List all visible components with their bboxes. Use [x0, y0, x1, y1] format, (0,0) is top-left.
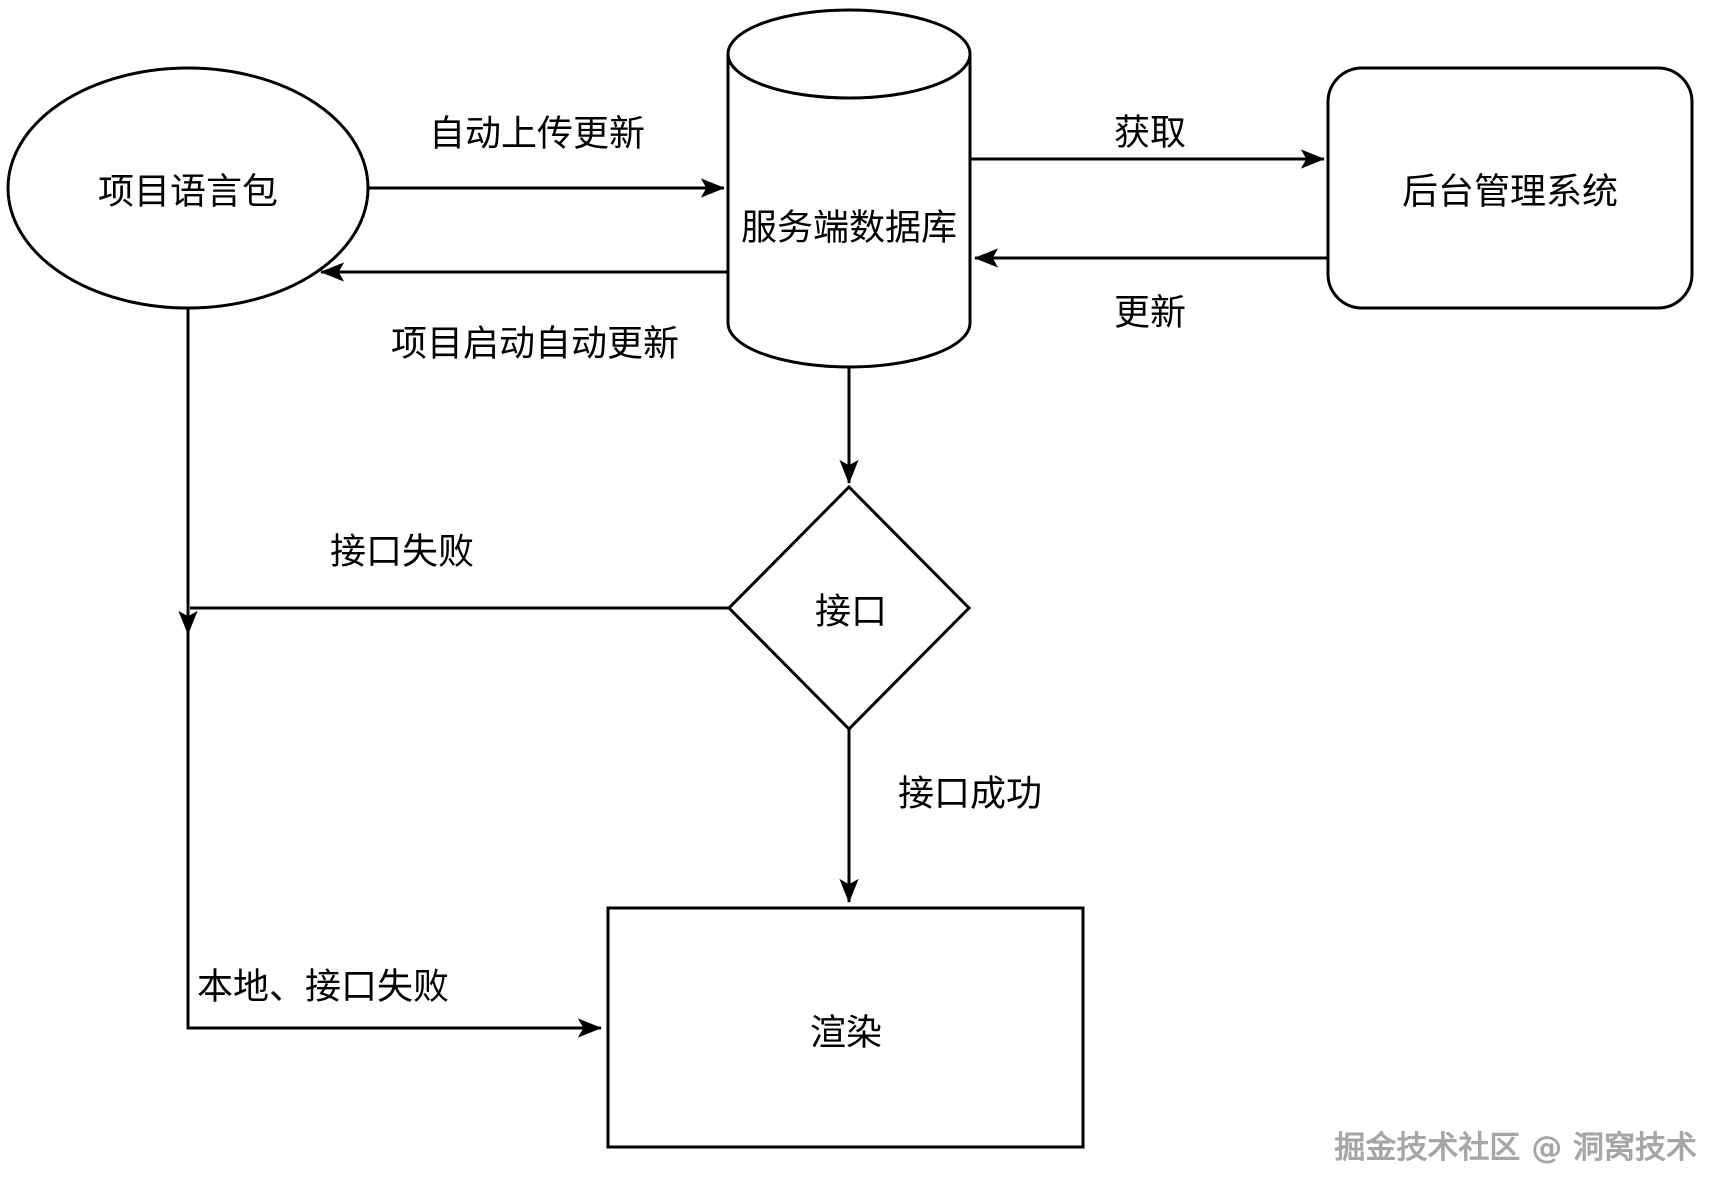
watermark: 掘金技术社区 @ 洞窝技术 掘金技术社区 @ 洞窝技术	[1334, 1130, 1699, 1168]
edge-label-fetch: 获取	[1114, 113, 1186, 154]
edges-group	[178, 149, 1328, 1038]
server-db-cylinder-top	[726, 8, 972, 100]
render-rect	[606, 906, 1085, 1149]
node-render: 渲染	[606, 906, 1085, 1149]
admin-system-label: 后台管理系统	[1402, 172, 1618, 213]
node-api-decision: 接口	[726, 484, 972, 732]
node-admin-system: 后台管理系统	[1326, 66, 1694, 310]
edge-label-update: 更新	[1114, 293, 1186, 334]
edge-label-startup-update: 项目启动自动更新	[391, 324, 679, 365]
edge-label-auto-upload: 自动上传更新	[429, 114, 645, 155]
admin-system-rect	[1326, 66, 1694, 310]
watermark-text: 掘金技术社区 @ 洞窝技术	[1334, 1130, 1697, 1166]
edge-label-local-api-fail: 本地、接口失败	[197, 967, 449, 1008]
edge-local-fail-line	[186, 308, 602, 1038]
language-pack-label: 项目语言包	[98, 172, 278, 213]
server-db-label: 服务端数据库	[741, 208, 957, 249]
edge-label-api-success: 接口成功	[898, 774, 1042, 815]
api-label: 接口	[815, 592, 887, 633]
render-label: 渲染	[810, 1013, 882, 1054]
edge-label-api-fail: 接口失败	[330, 532, 474, 573]
node-language-pack: 项目语言包	[6, 66, 370, 310]
edge-labels-group: 自动上传更新 项目启动自动更新 获取 更新 接口失败 接口成功 本地、接口失败	[197, 113, 1186, 1008]
node-server-db: 服务端数据库	[726, 8, 972, 369]
language-pack-ellipse	[6, 66, 370, 310]
api-diamond	[726, 484, 972, 732]
nodes-group: 项目语言包 服务端数据库 后台管理系统 接口 渲染	[6, 8, 1694, 1149]
watermark-shadow-text: 掘金技术社区 @ 洞窝技术	[1336, 1132, 1699, 1168]
